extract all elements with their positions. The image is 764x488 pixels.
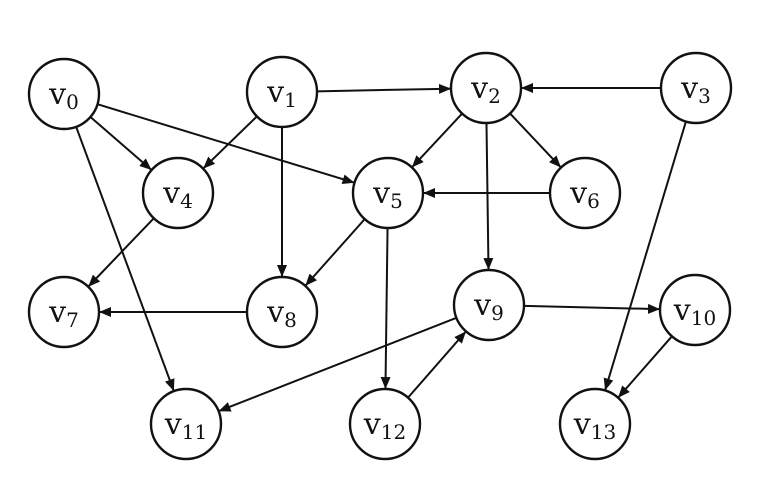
node-label: v1	[266, 75, 297, 112]
node-circle	[351, 156, 425, 230]
edge-v12-to-v9	[407, 331, 467, 399]
edge-v9-to-v10	[523, 303, 661, 314]
node-label-base: v	[266, 75, 284, 110]
node-circle	[245, 275, 319, 349]
node-label: v5	[372, 176, 403, 213]
node-label-base: v	[48, 295, 66, 330]
node-label-base: v	[162, 176, 180, 211]
node-label-base: v	[673, 293, 691, 328]
node-v13: v13	[558, 387, 632, 461]
edge-v1-to-v2	[316, 83, 452, 94]
node-label: v11	[164, 407, 207, 444]
node-circle	[659, 51, 733, 125]
node-v9: v9	[452, 268, 526, 342]
node-label-subscript: 13	[591, 420, 616, 444]
edge-v9-to-v11	[218, 316, 457, 412]
node-circle	[558, 387, 632, 461]
node-label-base: v	[372, 176, 390, 211]
node-v1: v1	[245, 55, 319, 129]
node-label-base: v	[363, 407, 381, 442]
node-v12: v12	[348, 387, 422, 461]
node-label-subscript: 12	[381, 420, 406, 444]
node-label-subscript: 2	[488, 84, 501, 108]
node-v3: v3	[659, 51, 733, 125]
edge-v5-to-v12	[380, 227, 391, 390]
node-label-subscript: 0	[66, 90, 79, 114]
node-label-subscript: 5	[390, 189, 403, 213]
node-circle	[245, 55, 319, 129]
node-label: v12	[363, 407, 406, 444]
node-label-base: v	[164, 407, 182, 442]
edge-v0-to-v5	[97, 103, 355, 185]
edge-v2-to-v5	[411, 112, 463, 168]
node-label-subscript: 11	[182, 420, 207, 444]
edges-layer	[75, 83, 687, 412]
node-label-subscript: 4	[180, 189, 193, 213]
edge-v3-to-v13	[603, 121, 687, 391]
node-label: v2	[470, 71, 501, 108]
node-v0: v0	[27, 57, 101, 131]
node-v10: v10	[658, 273, 732, 347]
node-label-subscript: 3	[698, 84, 711, 108]
node-label: v6	[569, 176, 600, 213]
node-label: v3	[680, 71, 711, 108]
edge-v2-to-v9	[483, 122, 494, 271]
node-label-base: v	[680, 71, 698, 106]
node-circle	[449, 51, 523, 125]
node-circle	[348, 387, 422, 461]
node-circle	[149, 387, 223, 461]
node-v6: v6	[548, 156, 622, 230]
node-label-base: v	[473, 288, 491, 323]
node-label-base: v	[266, 295, 284, 330]
edge-v4-to-v7	[88, 217, 155, 287]
edge-v0-to-v11	[75, 126, 175, 392]
node-v5: v5	[351, 156, 425, 230]
node-label: v10	[673, 293, 716, 330]
node-label-base: v	[470, 71, 488, 106]
node-label: v0	[48, 77, 79, 114]
node-label-subscript: 10	[691, 306, 716, 330]
node-label-base: v	[573, 407, 591, 442]
node-circle	[658, 273, 732, 347]
node-label: v8	[266, 295, 297, 332]
node-v2: v2	[449, 51, 523, 125]
node-label-subscript: 7	[66, 308, 79, 332]
node-circle	[452, 268, 526, 342]
node-label: v13	[573, 407, 616, 444]
node-v8: v8	[245, 275, 319, 349]
node-v7: v7	[27, 275, 101, 349]
edge-v10-to-v13	[617, 335, 673, 398]
node-circle	[548, 156, 622, 230]
node-v11: v11	[149, 387, 223, 461]
node-label-subscript: 8	[284, 308, 297, 332]
edge-v1-to-v4	[203, 115, 258, 169]
node-circle	[27, 275, 101, 349]
node-v4: v4	[141, 156, 215, 230]
edge-v0-to-v4	[89, 116, 152, 171]
node-label-base: v	[48, 77, 66, 112]
node-circle	[27, 57, 101, 131]
node-label: v7	[48, 295, 79, 332]
edge-v2-to-v6	[509, 112, 562, 168]
node-circle	[141, 156, 215, 230]
node-label-subscript: 9	[491, 301, 504, 325]
node-label-subscript: 1	[284, 88, 297, 112]
node-label: v9	[473, 288, 504, 325]
node-label: v4	[162, 176, 193, 213]
edge-v5-to-v8	[305, 218, 366, 286]
node-label-base: v	[569, 176, 587, 211]
node-label-subscript: 6	[587, 189, 600, 213]
